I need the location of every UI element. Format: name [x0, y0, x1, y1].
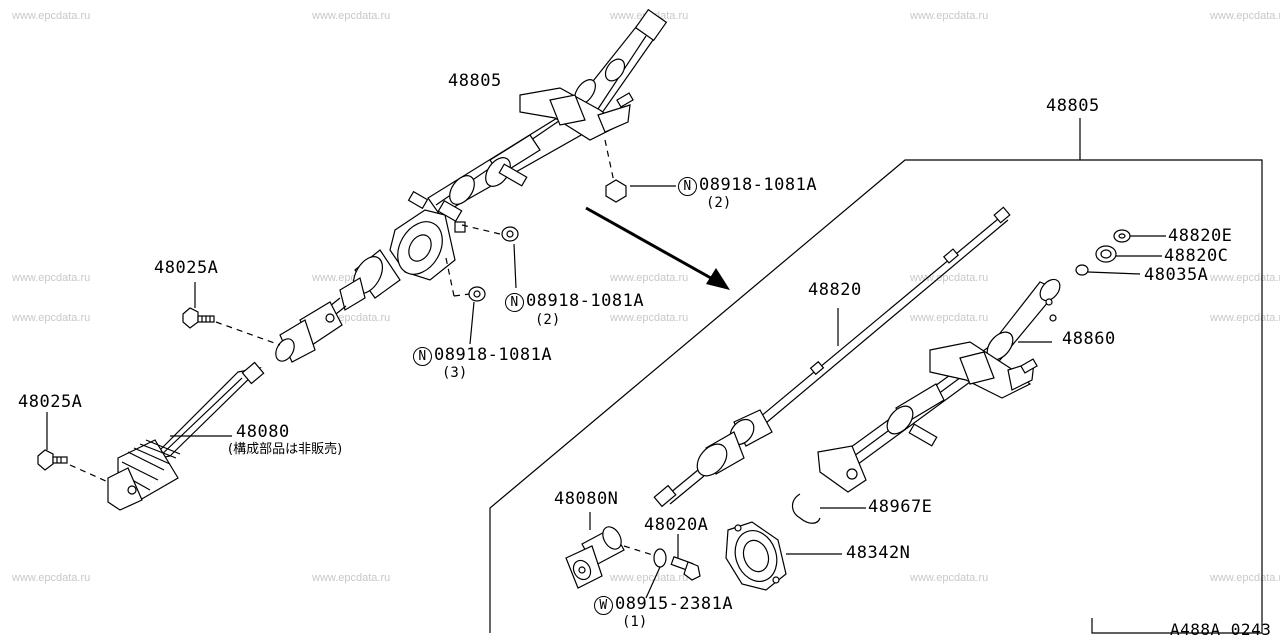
watermark: www.epcdata.ru	[12, 572, 91, 584]
diagram-code: A488A 0243	[1170, 620, 1272, 639]
label-clip: 48967E	[868, 497, 933, 517]
joint-48080n	[565, 512, 657, 589]
upper-column-assembly	[275, 8, 668, 363]
arrow-shaft	[585, 206, 719, 284]
label-bushing: 48035A	[1144, 265, 1209, 285]
label-column-right: 48805	[1046, 96, 1100, 116]
nut-b	[501, 226, 519, 242]
label-bolt-small: 48020A	[644, 515, 709, 535]
bolt-48020a	[670, 534, 701, 581]
nut-c-number: 08918-1081A	[434, 345, 553, 365]
watermark: www.epcdata.ru	[610, 572, 689, 584]
watermark: www.epcdata.ru	[910, 272, 989, 284]
label-shaft: 48820	[808, 280, 862, 300]
watermark: www.epcdata.ru	[1210, 10, 1280, 22]
watermark: www.epcdata.ru	[312, 572, 391, 584]
detail-frame	[489, 159, 1263, 634]
nut-a-number: 08918-1081A	[699, 175, 818, 195]
washer-prefix: W	[594, 596, 613, 615]
label-jacket: 48860	[1062, 329, 1116, 349]
label-washer-qty: (1)	[622, 614, 648, 630]
nut-prefix-c: N	[413, 347, 432, 366]
washer-08915	[653, 548, 667, 568]
label-ring-c: 48820C	[1164, 246, 1229, 266]
label-housing: 48342N	[846, 543, 911, 563]
ring-48820c	[1095, 245, 1117, 263]
watermark: www.epcdata.ru	[910, 312, 989, 324]
label-bolt-lower: 48025A	[18, 392, 83, 412]
column-jacket-48860	[817, 278, 1061, 493]
watermark: www.epcdata.ru	[910, 572, 989, 584]
clip-48967e	[791, 493, 821, 524]
washer-number: 08915-2381A	[615, 594, 734, 614]
bushing-48035a	[1075, 264, 1089, 276]
nut-prefix-b: N	[505, 293, 524, 312]
nut-c	[468, 286, 486, 302]
watermark: www.epcdata.ru	[610, 312, 689, 324]
nut-a	[605, 179, 627, 203]
steering-shaft-48820	[653, 206, 1011, 508]
label-column-top: 48805	[448, 71, 502, 91]
housing-48342n	[725, 521, 842, 591]
label-gear-note: (構成部品は非販売)	[228, 442, 343, 457]
watermark: www.epcdata.ru	[610, 272, 689, 284]
nut-b-number: 08918-1081A	[526, 291, 645, 311]
label-ring-e: 48820E	[1168, 226, 1233, 246]
watermark: www.epcdata.ru	[910, 10, 989, 22]
label-nut-c-qty: (3)	[442, 365, 468, 381]
ring-48820e	[1113, 229, 1131, 243]
label-joint: 48080N	[554, 489, 619, 509]
nut-prefix-a: N	[678, 177, 697, 196]
label-nut-b-qty: (2)	[535, 312, 561, 328]
bolt-lower	[37, 412, 109, 483]
watermark: www.epcdata.ru	[12, 272, 91, 284]
watermark: www.epcdata.ru	[12, 10, 91, 22]
label-nut-a-qty: (2)	[706, 195, 732, 211]
watermark: www.epcdata.ru	[312, 10, 391, 22]
label-gear: 48080	[236, 422, 290, 442]
arrow-head	[706, 268, 730, 290]
watermark: www.epcdata.ru	[12, 312, 91, 324]
steering-gear-shaft	[107, 361, 265, 511]
bolt-upper	[182, 282, 281, 346]
label-bolt-upper: 48025A	[154, 258, 219, 278]
